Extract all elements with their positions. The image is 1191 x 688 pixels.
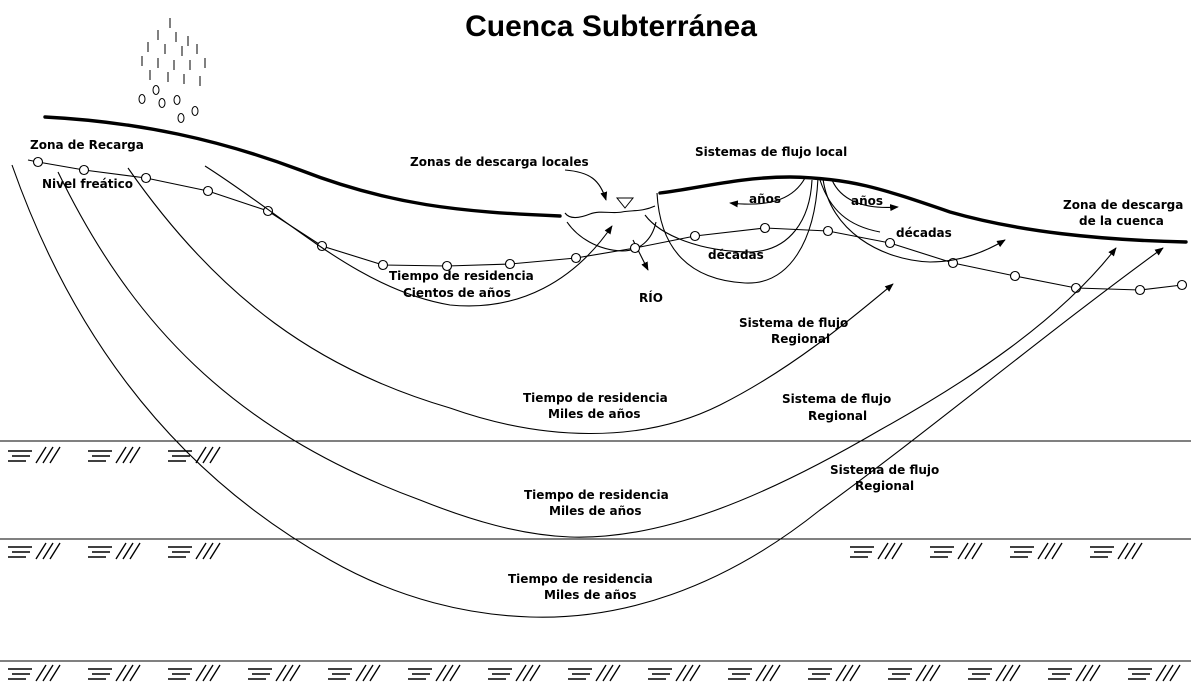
strata-hatch-upper — [8, 446, 221, 464]
local-flow-decadas-right-outer — [822, 178, 1006, 263]
water-table-triangle-icon — [615, 197, 635, 209]
label-regional-1a: Sistema de flujo — [739, 316, 848, 330]
label-sistemas-flujo-local: Sistemas de flujo local — [695, 145, 847, 159]
strata-hatch-bottom — [8, 664, 1181, 682]
label-nivel-freatico: Nivel freático — [42, 177, 133, 191]
label-regional-3b: Regional — [855, 479, 914, 493]
label-anos-right: años — [851, 194, 883, 208]
label-zonas-descarga-locales: Zonas de descarga locales — [410, 155, 589, 169]
label-miles-2b: Miles de años — [549, 504, 642, 518]
label-residencia-cientos-1: Tiempo de residencia — [389, 269, 534, 283]
river-depression — [564, 205, 656, 219]
river-channel — [566, 221, 657, 252]
label-miles-2a: Tiempo de residencia — [524, 488, 669, 502]
ground-surface-right — [658, 175, 1188, 244]
label-regional-3a: Sistema de flujo — [830, 463, 939, 477]
local-flow-decadas-right-inner — [819, 179, 881, 233]
regional-flow-path-1 — [127, 167, 894, 435]
label-rio: RÍO — [639, 290, 663, 305]
local-flow-anos-left — [729, 177, 806, 208]
flow-path-hundreds-years — [204, 165, 613, 307]
label-anos-left: años — [749, 192, 781, 206]
local-flow-anos-right — [831, 179, 899, 212]
label-miles-3b: Miles de años — [544, 588, 637, 602]
label-residencia-cientos-2: Cientos de años — [403, 286, 511, 300]
regional-flow-path-2 — [57, 171, 1117, 538]
regional-flow-path-3 — [11, 164, 1164, 618]
pointer-zonas-descarga — [564, 169, 608, 201]
label-miles-1a: Tiempo de residencia — [523, 391, 668, 405]
label-zona-recarga: Zona de Recarga — [30, 138, 144, 152]
label-regional-2a: Sistema de flujo — [782, 392, 891, 406]
label-zona-descarga-cuenca-1: Zona de descarga — [1063, 198, 1183, 212]
label-decadas-right: décadas — [896, 226, 952, 240]
strata-hatch-middle-right — [850, 542, 1143, 560]
label-decadas-left: décadas — [708, 248, 764, 262]
label-regional-2b: Regional — [808, 409, 867, 423]
diagram-title: Cuenca Subterránea — [465, 10, 757, 43]
rain-icon — [138, 18, 206, 123]
label-miles-3a: Tiempo de residencia — [508, 572, 653, 586]
label-zona-descarga-cuenca-2: de la cuenca — [1079, 214, 1164, 228]
label-regional-1b: Regional — [771, 332, 830, 346]
local-flow-decadas-left-outer — [656, 177, 819, 284]
ground-surface-left — [43, 115, 562, 218]
strata-hatch-middle-left — [8, 542, 221, 560]
local-flow-decadas-left-inner — [644, 179, 813, 253]
label-miles-1b: Miles de años — [548, 407, 641, 421]
